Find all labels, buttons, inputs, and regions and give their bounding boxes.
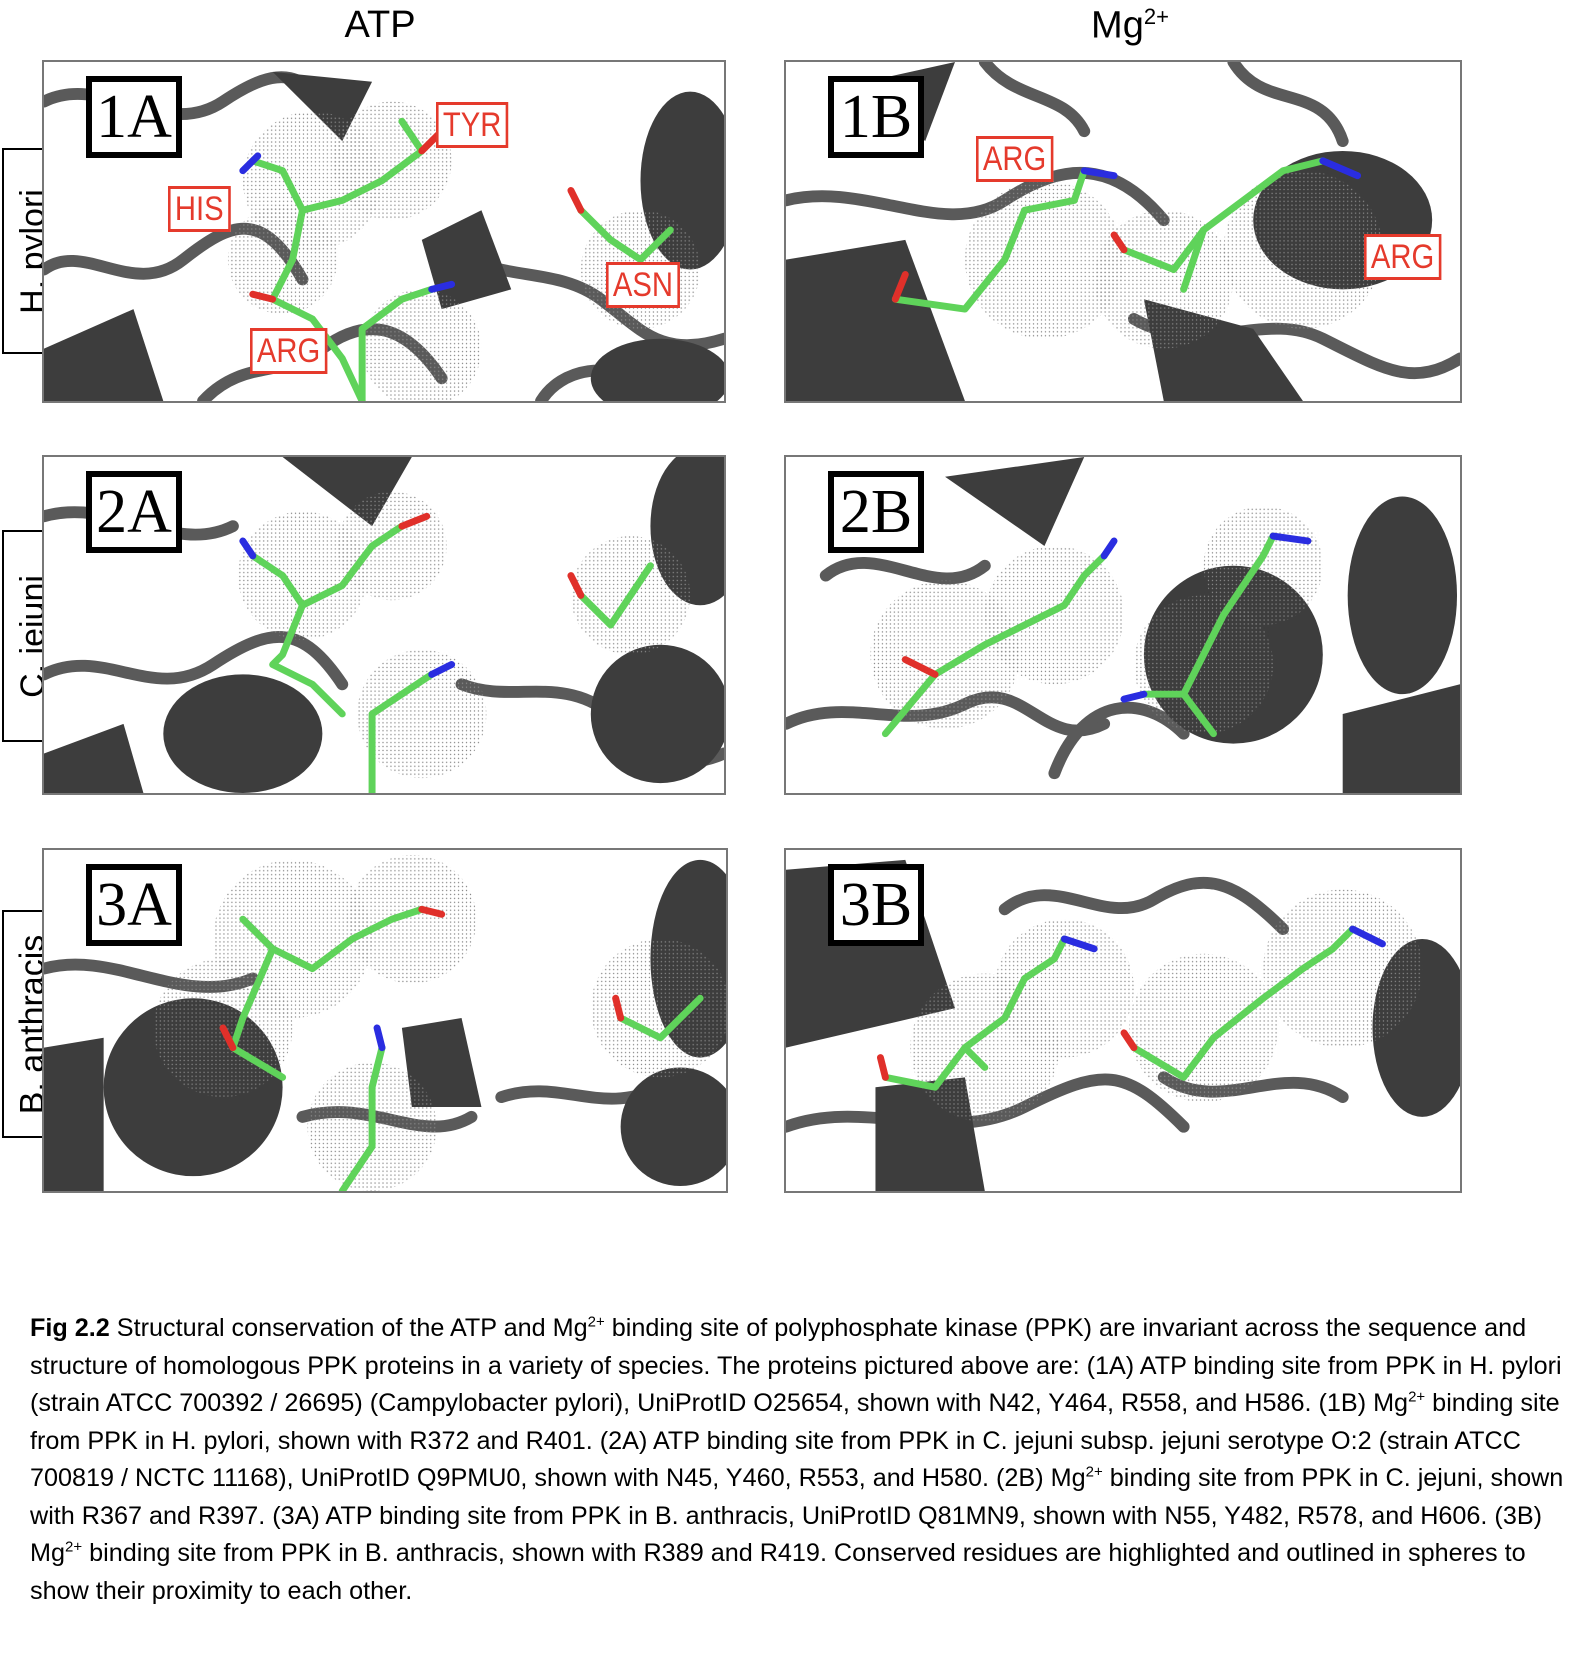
mg-superscript: 2+	[1143, 4, 1169, 29]
mg-base: Mg	[1091, 4, 1144, 47]
figure-label: Fig 2.2	[30, 1314, 110, 1342]
protein-structure-image	[786, 457, 1460, 793]
residue-label-arg: ARG	[1364, 234, 1442, 280]
protein-structure-image	[44, 457, 724, 793]
residue-label-his: HIS	[168, 186, 231, 232]
residue-label-arg: ARG	[976, 136, 1054, 182]
column-header-mg: Mg2+	[980, 4, 1280, 48]
panel-1b: 1B ARG ARG	[784, 60, 1462, 403]
caption-text: binding site from PPK in C. jejuni, show…	[30, 1464, 1564, 1567]
panel-id-badge: 1B	[828, 76, 924, 158]
protein-structure-image	[786, 62, 1460, 401]
caption-superscript: 2+	[1085, 1463, 1103, 1481]
panel-id-badge: 3A	[86, 864, 182, 946]
residue-label-asn: ASN	[606, 262, 680, 308]
panel-2b: 2B	[784, 455, 1462, 795]
caption-superscript: 2+	[1408, 1388, 1426, 1406]
panel-2a: 2A	[42, 455, 726, 795]
panel-id-badge: 2A	[86, 471, 182, 553]
residue-label-tyr: TYR	[436, 102, 509, 148]
protein-structure-image	[44, 71, 724, 401]
caption-text: Structural conservation of the ATP and M…	[109, 1314, 588, 1342]
caption-superscript: 2+	[65, 1538, 83, 1556]
residue-label-arg: ARG	[250, 328, 328, 374]
panel-id-badge: 1A	[86, 76, 182, 158]
panel-3a: 3A	[42, 848, 728, 1193]
caption-text: binding site from PPK in H. pylori, show…	[30, 1389, 1560, 1492]
panel-3b: 3B	[784, 848, 1462, 1193]
column-header-atp: ATP	[344, 4, 416, 46]
panel-id-badge: 2B	[828, 471, 924, 553]
protein-structure-image	[44, 854, 726, 1191]
caption-superscript: 2+	[587, 1313, 605, 1331]
panel-1a: 1A TYR HIS ASN ARG	[42, 60, 726, 403]
protein-structure-image	[786, 859, 1460, 1191]
figure-caption: Fig 2.2 Structural conservation of the A…	[30, 1310, 1565, 1610]
caption-text: binding site of polyphosphate kinase (PP…	[30, 1314, 1562, 1417]
caption-text: binding site from PPK in B. anthracis, s…	[30, 1539, 1526, 1605]
panel-id-badge: 3B	[828, 864, 924, 946]
